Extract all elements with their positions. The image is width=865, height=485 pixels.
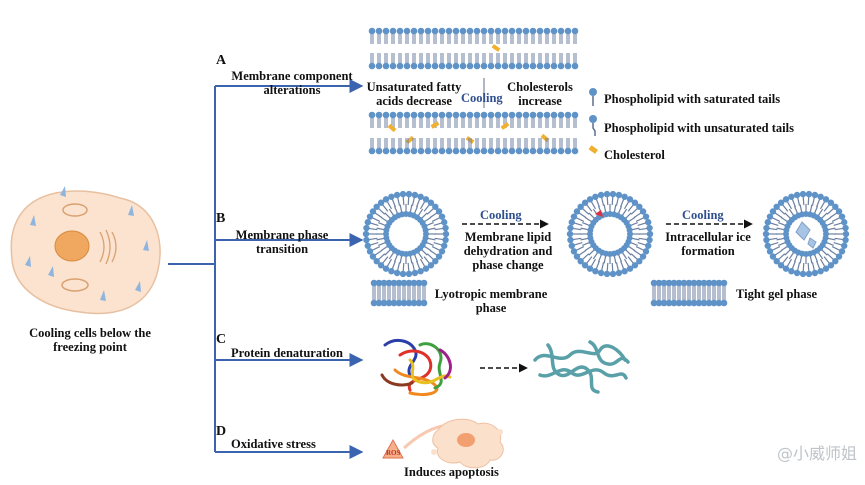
bilayer-bottom [368,111,579,155]
unsaturated-phospholipid-icon [589,115,597,136]
legend-saturated-text: Phospholipid with saturated tails [604,92,781,106]
cooling-label-b2: Cooling [682,208,724,222]
branch-a-line1: Membrane component [231,69,353,83]
cell-illustration [10,186,161,315]
ice-crystal-icons [25,186,149,301]
denatured-protein [533,340,630,394]
branch-b-letter: B [216,211,226,226]
tight-gel-label: Tight gel phase [736,287,818,301]
damage-marker-icon [595,210,603,217]
cholesterol-label: Cholesterols increase [500,80,580,108]
apoptosis-label: Induces apoptosis [404,465,499,479]
branch-a-line2: alterations [263,83,321,97]
branch-a-label: Membrane component alterations [222,69,362,97]
cooling-cells-line2: freezing point [53,340,127,354]
cholesterol-line1: Cholesterols [507,80,573,94]
branch-b-line2: transition [255,242,309,256]
branch-d-label: Oxidative stress [231,437,316,451]
ice-crystal-icon [795,221,817,249]
branch-c-letter: C [216,332,227,347]
tight-gel-icon [650,279,728,307]
cholesterol-line2: increase [518,94,562,108]
unsaturated-line1: Unsaturated fatty [366,80,462,94]
vesicle-ice [762,190,850,278]
cooling-label-a: Cooling [461,91,503,105]
vesicle-dehydrated [566,190,654,278]
branch-b-line1: Membrane phase [235,228,329,242]
cooling-label-b1: Cooling [480,208,522,222]
cooling-cells-line1: Cooling cells below the [29,326,151,340]
lyotropic-line2: phase [475,301,507,315]
folded-protein [380,338,452,397]
step1-line2: dehydration and [463,244,553,258]
legend-cholesterol-text: Cholesterol [604,148,665,162]
lyotropic-label: Lyotropic membrane phase [428,287,554,315]
bilayer-top [368,27,579,70]
step2-label: Intracellular ice formation [658,230,758,258]
branch-a-letter: A [216,53,227,68]
cholesterol-icon [588,145,598,154]
saturated-phospholipid-icon [589,88,597,106]
legend-unsaturated-text: Phospholipid with unsaturated tails [604,121,794,135]
watermark-text: @小威师姐 [776,444,857,463]
apoptotic-body [497,429,503,435]
lyotropic-line1: Lyotropic membrane [434,287,548,301]
step1-line3: phase change [472,258,544,272]
ros-arrow [402,424,443,450]
vesicle-lyotropic [362,190,450,278]
branch-connectors [168,79,364,459]
unsaturated-line2: acids decrease [376,94,452,108]
branch-c-label: Protein denaturation [231,346,343,360]
branch-d-letter: D [216,424,227,439]
ros-label: ROS [386,449,401,457]
apoptotic-nucleus [457,433,475,447]
unsaturated-label: Unsaturated fatty acids decrease [364,80,464,108]
ros-triangle-icon [382,438,404,459]
lyotropic-membrane-icon [370,279,428,307]
cooling-cells-label: Cooling cells below the freezing point [0,326,180,354]
step2-line1: Intracellular ice [665,230,751,244]
step1-line1: Membrane lipid [464,230,552,244]
step2-line2: formation [681,244,735,258]
step1-label: Membrane lipid dehydration and phase cha… [458,230,558,272]
apoptotic-body [431,449,437,455]
branch-b-label: Membrane phase transition [222,228,342,256]
